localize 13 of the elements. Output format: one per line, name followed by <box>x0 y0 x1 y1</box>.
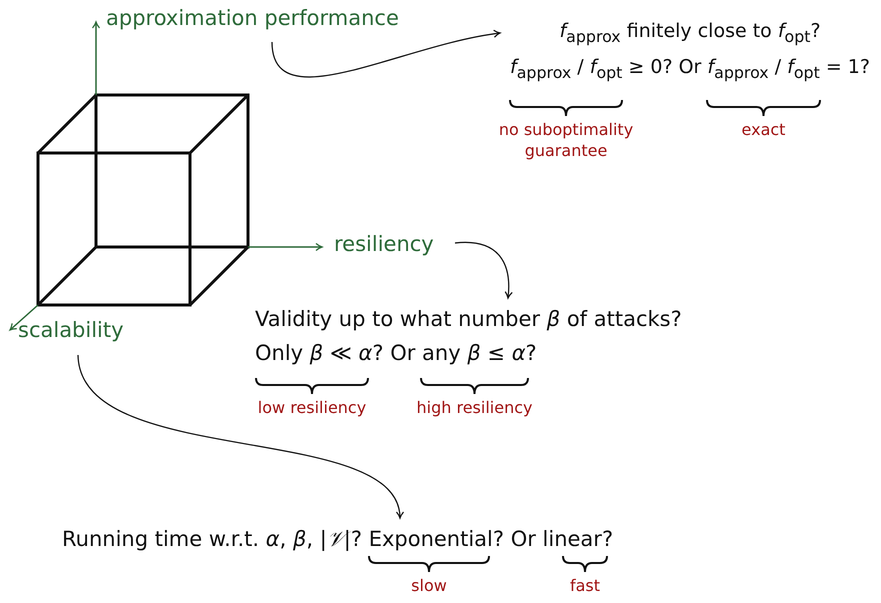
brace-label: slow <box>410 576 448 597</box>
brace-label: exact <box>740 120 786 141</box>
question-text: Running time w.r.t. α, β, |𝒱|? Exponential? Or linear? <box>62 527 614 551</box>
question-text: Validity up to what number β of attacks? <box>255 307 682 331</box>
cube-drawing <box>36 94 250 306</box>
brace-label: high resiliency <box>416 398 534 419</box>
brace-label: no suboptimality guarantee <box>498 120 634 162</box>
brace-label: fast <box>568 576 602 597</box>
axis-label: resiliency <box>334 232 434 256</box>
question-text: Only β ≪ α? Or any β ≤ α? <box>255 341 537 365</box>
axis-label: approximation performance <box>106 6 399 30</box>
brace-label: low resiliency <box>256 398 368 419</box>
axis-label: scalability <box>18 318 124 342</box>
